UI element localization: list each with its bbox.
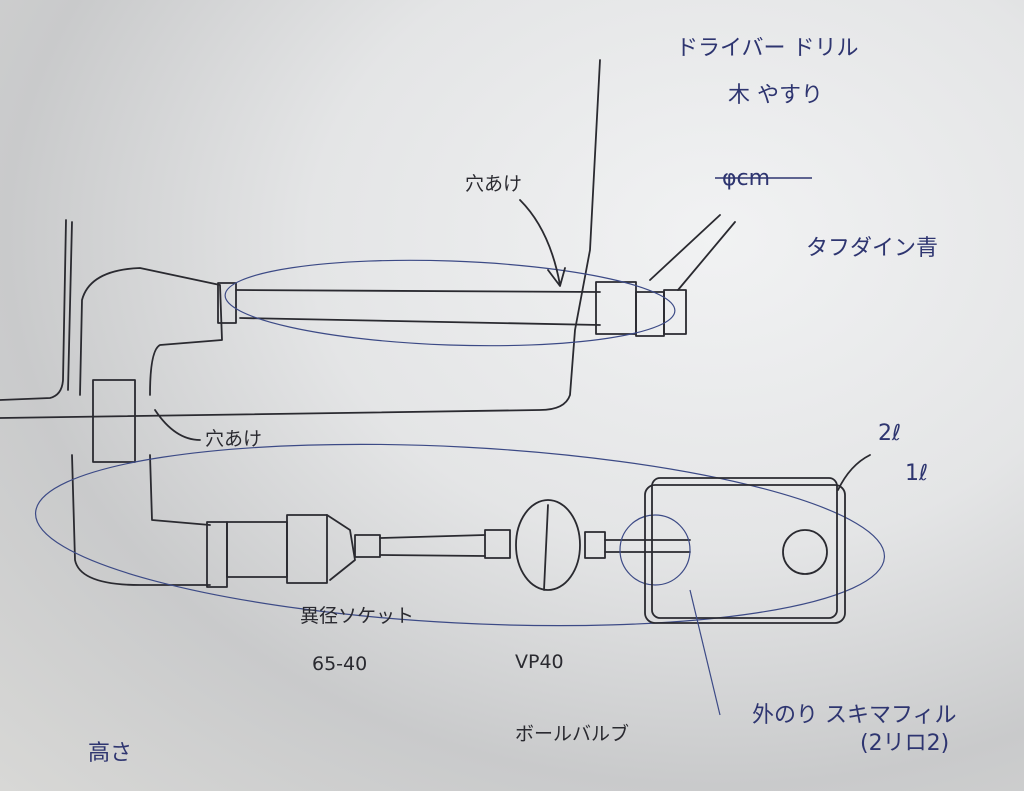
hole-label-lower: 穴あけ xyxy=(205,428,262,450)
tools-label-2: 木 やすり xyxy=(728,83,823,108)
lower-pipe xyxy=(34,443,886,627)
arrow-icon xyxy=(519,199,566,287)
pointer-line xyxy=(154,409,201,441)
upper-pipe xyxy=(79,214,736,396)
pipe-label: VP40 xyxy=(515,651,564,673)
height-label: 高さ xyxy=(88,741,132,766)
tank-2l-label: 2ℓ xyxy=(878,421,901,446)
valve-label: ボールバルブ xyxy=(515,722,629,745)
hole-label-upper: 穴あけ xyxy=(465,173,522,195)
socket-size-label: 65-40 xyxy=(312,653,367,675)
tank xyxy=(644,454,871,716)
ball-valve xyxy=(515,499,581,591)
socket-label: 異径ソケット xyxy=(300,605,414,627)
sealant-count-label: (2リロ2) xyxy=(860,731,949,756)
sealant-label: 外のり スキマフィル xyxy=(752,703,957,728)
hose-label: タフダイン青 xyxy=(806,236,938,261)
tank-1l-label: 1ℓ xyxy=(905,461,928,486)
coupling xyxy=(92,379,136,463)
wall xyxy=(0,59,601,419)
tools-label: ドライバー ドリル xyxy=(676,36,859,61)
